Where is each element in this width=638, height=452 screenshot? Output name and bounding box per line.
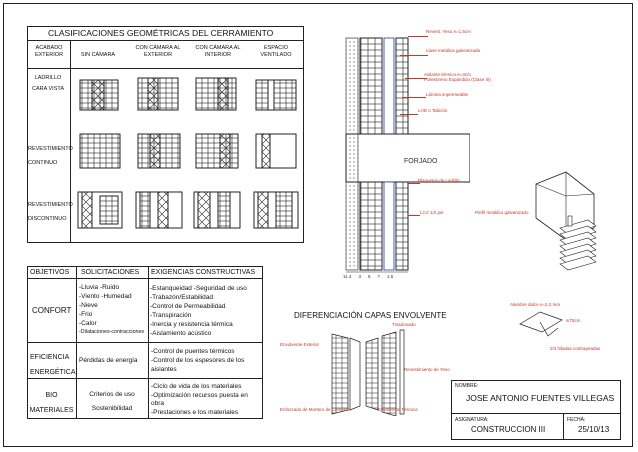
date-value: 25/10/13 <box>578 425 610 434</box>
col-header-camara-interior: CON CÁMARA AL INTERIOR <box>195 45 241 58</box>
callout-perfil: Perfil metálico galvanizado <box>475 210 529 215</box>
date-label: FECHA: <box>567 417 586 423</box>
author-name: JOSE ANTONIO FUENTES VILLEGAS <box>466 393 615 403</box>
section-dimensions: 11.4 3 5 7 1.5 <box>343 274 394 279</box>
title-block <box>451 380 621 440</box>
objective-eficiencia: EFICIENCIA ENERGÉTICA <box>30 354 76 376</box>
requirements-bio: -Ciclo de vida de los materiales -Optimi… <box>151 383 248 416</box>
slab-label: FORJADO <box>404 158 438 165</box>
callout-yeso: Revest. Yeso e=1,5cm <box>426 29 471 34</box>
callout-lhd: LHD o Tabicón <box>418 108 448 113</box>
row-label-discontinuo: REVESTIMIENTO DISCONTINUO <box>28 202 73 222</box>
classification-title: CLASIFICACIONES GEOMÉTRICAS DEL CERRAMIE… <box>48 28 274 38</box>
callout-lamina: Lámina impermeable <box>426 92 469 97</box>
objective-confort: CONFORT <box>32 306 72 315</box>
envelope-label-enfoscado: Enfoscado de Mortero de Cemento <box>280 407 351 412</box>
tie-label-courses: 2/4 hiladas contrapeadas <box>550 346 601 351</box>
envelope-label-termica: Envolvente Térmica <box>378 407 418 412</box>
wall-section-drawings <box>77 77 299 229</box>
callout-poliestireno: Poliestireno Expandido (Clase III) <box>424 77 491 82</box>
header-solicitaciones: SOLICITACIONES <box>81 269 140 276</box>
envelope-label-exterior: Envolvente Exterior <box>280 342 320 347</box>
tie-label-spacing: s/75cm <box>566 318 581 323</box>
callout-llave: Llave metálica galvanizada <box>426 48 481 53</box>
classification-table <box>27 26 304 243</box>
header-exigencias: EXIGENCIAS CONSTRUCTIVAS <box>151 269 256 276</box>
row-label-continuo: REVESTIMIENTO CONTINUO <box>28 146 73 166</box>
col-header-sin-camara: SIN CÁMARA <box>80 52 116 58</box>
name-label: NOMBRE: <box>455 383 479 389</box>
col-header-ventilado: ESPACIO VENTILADO <box>260 45 292 58</box>
subject-name: CONSTRUCCION III <box>471 425 546 434</box>
subject-label: ASIGNATURA: <box>455 417 489 423</box>
row-label-cara-vista: LADRILLO CARA VISTA <box>32 75 64 92</box>
envelope-layers-drawing <box>331 329 405 416</box>
header-objetivos: OBJETIVOS <box>30 269 70 276</box>
wire-tie-detail <box>519 311 563 337</box>
col-header-camara-exterior: CON CÁMARA AL EXTERIOR <box>135 45 181 58</box>
envelope-label-trasdosado: Trasdosado <box>392 322 416 327</box>
envelope-label-yeso: Revestimiento de Yeso <box>404 367 450 372</box>
requirements-eficiencia: -Control de puentes térmicos -Control de… <box>151 348 245 373</box>
sheet-frame <box>3 3 633 447</box>
wall-slab-section <box>345 37 470 273</box>
solicitations-confort: -Lluvia -Ruido -Viento -Humedad -Nieve -… <box>79 284 145 335</box>
objective-bio: BIO MATERIALES <box>29 392 74 414</box>
callout-lcv: LCV 1/2 pie <box>420 210 444 215</box>
solicitations-eficiencia: Pérdidas de energía <box>79 357 138 364</box>
requirements-confort: -Estanqueidad -Seguridad de uso -Trabazó… <box>150 285 247 337</box>
callout-plaquetas: Plaquetas de Ladrillo <box>418 178 461 183</box>
col-header-acabado: ACABADO EXTERIOR <box>34 45 64 58</box>
callout-aislante: Aislante térmico e=3cm <box>424 72 471 77</box>
tie-label-wire: Alambre dulce e=2.2 mm <box>510 302 561 307</box>
isometric-wall-detail <box>535 171 597 271</box>
solicitations-bio: Criterios de uso Sostenibilidad <box>89 391 135 412</box>
envelope-title: DIFERENCIACIÓN CAPAS ENVOLVENTE <box>294 311 447 320</box>
